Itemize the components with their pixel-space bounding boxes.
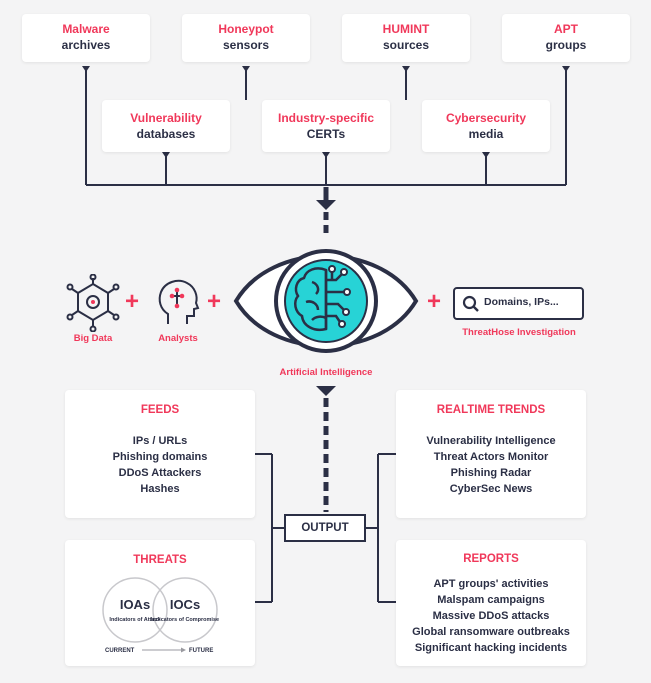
source-title: Vulnerability [130, 111, 202, 125]
source-vulnerability-databases: Vulnerability databases [102, 100, 230, 152]
source-subtitle: databases [136, 127, 196, 141]
threats-title: THREATS [133, 554, 187, 566]
list-item: DDoS Attackers [118, 467, 202, 479]
source-title: Malware [62, 22, 110, 36]
plus-icon: + [207, 288, 222, 315]
search-placeholder: Domains, IPs... [484, 296, 559, 308]
analysts-label: Analysts [158, 333, 198, 344]
list-item: Malspam campaigns [437, 594, 545, 606]
realtime-trends-panel: REALTIME TRENDS Vulnerability Intelligen… [396, 390, 586, 518]
big-data-label: Big Data [73, 333, 113, 344]
list-item: Significant hacking incidents [414, 642, 568, 654]
threats-panel: THREATS IOAs Indicators of Attack IOCs I… [65, 540, 255, 666]
source-subtitle: groups [545, 38, 587, 52]
source-subtitle: sensors [222, 38, 270, 52]
ioa-ioc-venn-diagram: IOAs Indicators of Attack IOCs Indicator… [102, 577, 219, 654]
list-item: CyberSec News [449, 483, 533, 495]
reports-panel: REPORTS APT groups' activities Malspam c… [396, 540, 586, 666]
list-item: Hashes [140, 483, 180, 495]
source-cybersecurity-media: Cybersecurity media [422, 100, 550, 152]
current-label: CURRENT [105, 648, 135, 654]
source-humint-sources: HUMINT sources [342, 14, 470, 62]
analyst-head-icon [158, 279, 200, 324]
source-title: APT [554, 22, 578, 36]
ioc-subtext: Indicators of Compromise [151, 617, 219, 623]
feeds-panel: FEEDS IPs / URLs Phishing domains DDoS A… [65, 390, 255, 518]
source-subtitle: sources [382, 38, 430, 52]
output-box: OUTPUT [284, 514, 366, 542]
ioc-text: IOCs [170, 597, 200, 612]
ioa-text: IOAs [120, 597, 150, 612]
plus-icon: + [427, 288, 442, 315]
source-apt-groups: APT groups [502, 14, 630, 62]
source-title: Honeypot [218, 22, 274, 36]
list-item: Threat Actors Monitor [433, 451, 549, 463]
source-subtitle: archives [61, 38, 111, 52]
ai-label: Artificial Intelligence [279, 367, 373, 378]
source-malware-archives: Malware archives [22, 14, 150, 62]
big-data-icon [66, 274, 120, 332]
ioa-subtext: Indicators of Attack [109, 617, 161, 623]
search-icon [462, 295, 479, 312]
investigation-label: ThreatHose Investigation [462, 327, 576, 338]
trends-title: REALTIME TRENDS [436, 404, 546, 416]
list-item: Massive DDoS attacks [432, 610, 550, 622]
source-industry-certs: Industry-specific CERTs [262, 100, 390, 152]
source-honeypot-sensors: Honeypot sensors [182, 14, 310, 62]
source-title: HUMINT [382, 22, 430, 36]
list-item: Phishing domains [112, 451, 208, 463]
future-label: FUTURE [189, 648, 213, 654]
source-title: Cybersecurity [445, 111, 527, 125]
reports-title: REPORTS [463, 553, 519, 565]
plus-icon: + [125, 288, 140, 315]
source-title: Industry-specific [277, 111, 375, 125]
feeds-title: FEEDS [140, 404, 180, 416]
list-item: IPs / URLs [132, 435, 188, 447]
source-subtitle: media [468, 127, 504, 141]
list-item: Vulnerability Intelligence [426, 435, 556, 447]
source-subtitle: CERTs [306, 127, 346, 141]
list-item: Phishing Radar [450, 467, 532, 479]
list-item: Global ransomware outbreaks [412, 626, 570, 638]
ai-eye-icon [233, 249, 419, 353]
investigation-search-input[interactable]: Domains, IPs... [453, 287, 584, 320]
list-item: APT groups' activities [433, 578, 549, 590]
